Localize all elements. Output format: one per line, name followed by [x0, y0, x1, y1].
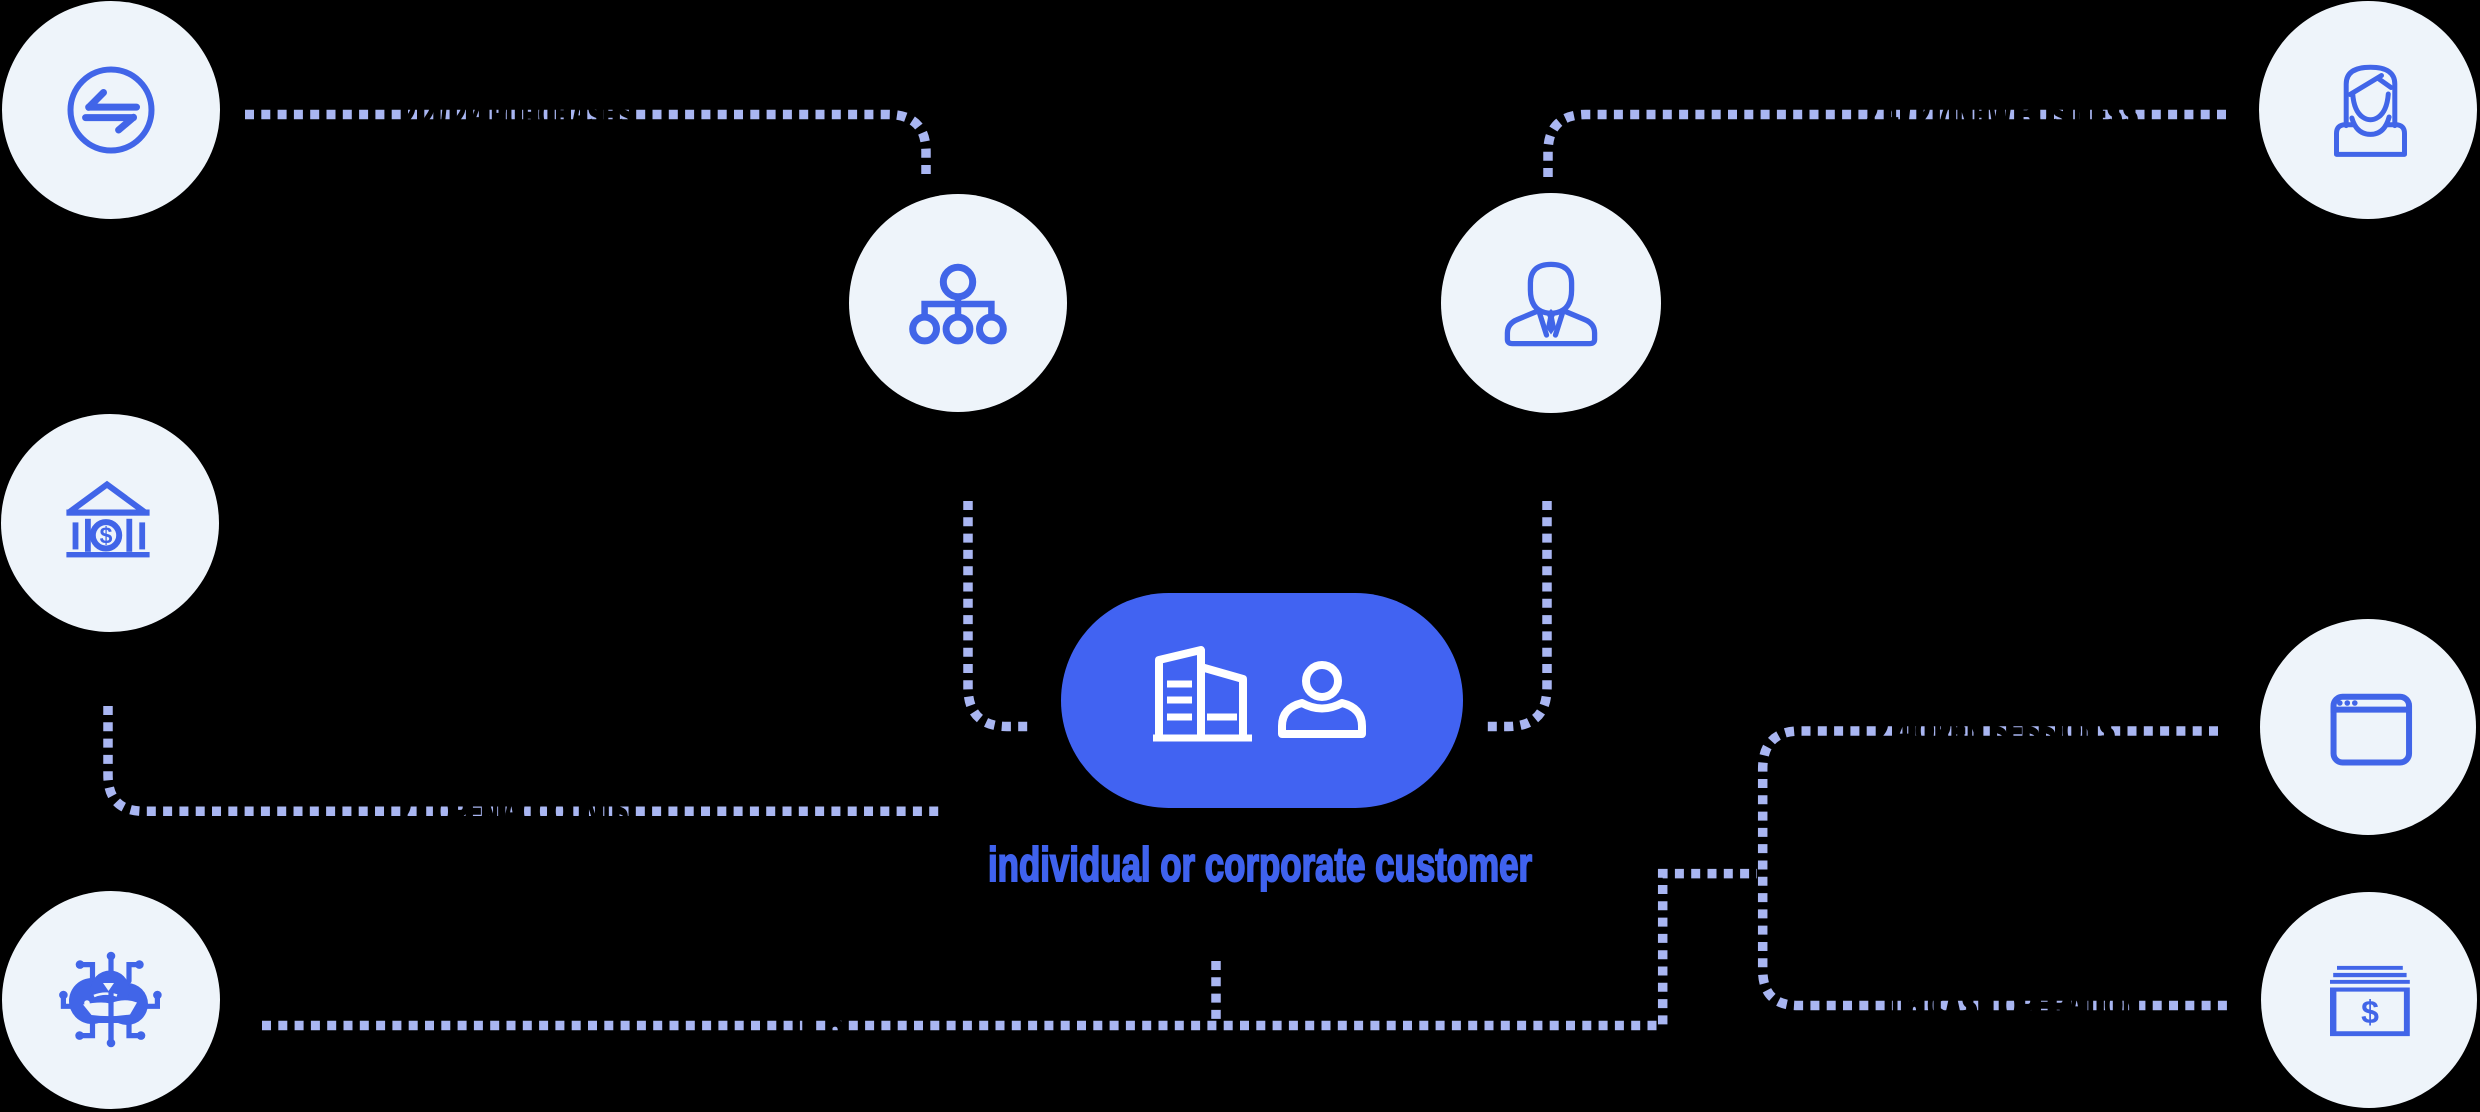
svg-text:individual or corporate custom: individual or corporate customer [988, 839, 1532, 892]
svg-text:$: $ [2361, 994, 2379, 1030]
svg-text:1.5: 1.5 [795, 1004, 845, 1048]
svg-text:2.1 OPEN ACCOUNTS: 2.1 OPEN ACCOUNTS [399, 790, 628, 834]
svg-text:$: $ [100, 523, 113, 549]
svg-text:1.6 CASH OPERATION: 1.6 CASH OPERATION [1888, 984, 2140, 1028]
svg-text:2.4 / 2.7 NEW BUSINESS: 2.4 / 2.7 NEW BUSINESS [1865, 93, 2138, 137]
svg-text:2.2 / 2.4 PURCHASES: 2.2 / 2.4 PURCHASES [403, 93, 633, 137]
svg-text:2.4 OPEN SESSIONS: 2.4 OPEN SESSIONS [1875, 710, 2115, 754]
